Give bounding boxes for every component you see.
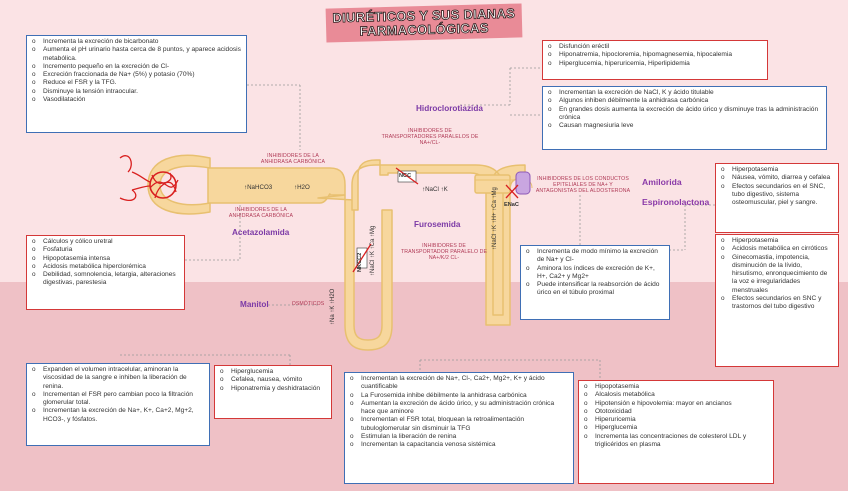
list-item: Incrementan la excreción de NaCl, K y ác… (548, 89, 822, 98)
bowman-capsule (147, 154, 211, 215)
list-item: Disfunción eréctil (548, 43, 763, 52)
list-item: Hiperpotasemia (721, 237, 834, 246)
list-item: Alcalosis metabólica (584, 391, 769, 400)
manitol-effects-box: Expanden el volumen intracelular, aminor… (26, 363, 210, 446)
list-item: Acidosis metabólica hiperclorémica (32, 263, 180, 272)
list-item: Hiponatremia y deshidratación (220, 385, 327, 394)
list-item: Fosfaturia (32, 246, 180, 255)
list-item: Hiponatremia, hipocloremia, hipomagnesem… (548, 51, 763, 60)
list-item: Incremento pequeño en la excreción de Cl… (32, 63, 242, 72)
label-inh-conductos: INHIBIDORES DE LOS CONDUCTOS EPITELIALES… (535, 176, 631, 194)
list-item: Hiperpotasemia (721, 166, 834, 175)
list-item: Estimulan la liberación de renina (350, 433, 569, 442)
marker-enac: ENaC (504, 202, 519, 208)
page-title-line2: FARMACOLÓGICAS (359, 20, 489, 39)
list-item: Incrementa de modo mínimo la excreción d… (526, 248, 665, 265)
list-item: Efectos secundarios en el SNC, tubo dige… (721, 183, 834, 208)
list-item: Incrementan el FSR pero cambian poco la … (32, 391, 205, 408)
list-item: Disminuye la tensión intraocular. (32, 88, 242, 97)
list-item: Aumenta el pH urinario hasta cerca de 8 … (32, 46, 242, 63)
list-item: Hiperglucemia (220, 368, 327, 377)
list-item: Incrementan la excreción de Na+, Cl-, Ca… (350, 375, 569, 392)
list-item: Hipopotasemia (584, 383, 769, 392)
enac-channel (515, 171, 531, 195)
nkcc2-transporter (352, 243, 372, 273)
list-item: La Furosemida inhibe débilmente la anhid… (350, 392, 569, 401)
drug-hidroclorotiazida: Hidroclorotiazida (416, 104, 483, 113)
marker-ncc: NCC (399, 173, 412, 179)
drug-manitol: Manitol (240, 300, 269, 309)
list-item: Incrementa la excreción de bicarbonato (32, 38, 242, 47)
drug-amilorida: Amilorida (642, 177, 682, 187)
manitol-adverse-box: HiperglucemiaCefalea, nausea, vómitoHipo… (214, 365, 332, 419)
drug-espironolactona: Espironolactona (642, 197, 710, 207)
list-item: Hiperglucemia (584, 424, 769, 433)
list-item: Aminora los índices de excreción de K+, … (526, 265, 665, 282)
drug-furosemida: Furosemida (414, 220, 461, 229)
list-item: Efectos secundarios en SNC y trastornos … (721, 295, 834, 312)
list-item: Hipopotasemia intensa (32, 255, 180, 264)
list-item: Acidosis metabólica en cirróticos (721, 245, 834, 254)
tiazida-adverse-box: Disfunción eréctilHiponatremia, hipoclor… (542, 40, 768, 80)
marker-nacl-k: ↑NaCl ↑K (422, 186, 448, 193)
furosemida-adverse-box: HipopotasemiaAlcalosis metabólicaHipoten… (578, 380, 774, 484)
proximal-tubule (207, 167, 346, 204)
ncc-transporter (395, 167, 419, 185)
label-inh-tiazida: INHIBIDORES DE TRANSPORTADORES PARALELOS… (381, 128, 479, 146)
list-item: Incrementan la excreción de Na+, K+, Ca+… (32, 407, 205, 424)
list-item: Vasodilatación (32, 96, 242, 105)
label-osmoticos: OSMÓTICOS (291, 301, 325, 307)
marker-nahco3: ↑NaHCO3 (244, 184, 273, 191)
list-item: Incrementan el FSR total, bloquean la re… (350, 416, 569, 433)
list-item: En grandes dosis aumenta la excreción de… (548, 106, 822, 123)
amilorida-adverse-box: HiperpotasemiaNáusea, vómito, diarrea y … (715, 163, 839, 233)
list-item: Cefalea, nausea, vómito (220, 376, 327, 385)
list-item: Hiperuricemia (584, 416, 769, 425)
acetazolamida-effects-box: Incrementa la excreción de bicarbonatoAu… (26, 35, 247, 133)
list-item: Ototoxicidad (584, 408, 769, 417)
list-item: Debilidad, somnolencia, letargia, altera… (32, 271, 180, 288)
furosemida-effects-box: Incrementan la excreción de Na+, Cl-, Ca… (344, 372, 574, 484)
list-item: Hipotensión e hipovolemia: mayor en anci… (584, 400, 769, 409)
list-item: Incrementa las concentraciones de colest… (584, 433, 769, 450)
marker-h2o: ↑H2O (294, 184, 310, 191)
label-inh-anhidrasa-top: INHIBIDORES DE LA ANHIDRASA CARBÓNICA (260, 153, 326, 165)
distal-effects-box: Incrementa de modo mínimo la excreción d… (520, 245, 670, 320)
list-item: Puede intensificar la reabsorción de áci… (526, 281, 665, 298)
acetazolamida-adverse-box: Cálculos y cólico uretralFosfaturiaHipop… (26, 235, 185, 310)
list-item: Cálculos y cólico uretral (32, 238, 180, 247)
glomerulus-icon (119, 155, 179, 202)
tubule (147, 154, 526, 351)
loop-of-henle (317, 194, 393, 351)
list-item: Algunos inhiben débilmente la anhidrasa … (548, 97, 822, 106)
list-item: Ginecomastia, impotencia, disminución de… (721, 254, 834, 295)
list-item: Náusea, vómito, diarrea y cefalea (721, 174, 834, 183)
marker-distal-vertical: ↑NaCl ↑K ↑H+ ↑Ca ↑Mg (492, 187, 498, 250)
marker-manitol-water: ↑Na ↑K ↑H2O (330, 288, 336, 325)
enac-transporter (505, 184, 519, 199)
espironolactona-adverse-box: HiperpotasemiaAcidosis metabólica en cir… (715, 234, 839, 367)
page-title: DIURÉTICOS Y SUS DIANAS FARMACOLÓGICAS (325, 3, 523, 43)
tiazida-effects-box: Incrementan la excreción de NaCl, K y ác… (542, 86, 827, 150)
list-item: Expanden el volumen intracelular, aminor… (32, 366, 205, 391)
list-item: Incrementan la capacitancia venosa sisté… (350, 441, 569, 450)
label-inh-furosemida: INHIBIDORES DE TRANSPORTADOR PARALELO DE… (400, 243, 488, 261)
drug-acetazolamida: Acetazolamida (232, 228, 290, 237)
list-item: Reduce el FSR y la TFG. (32, 79, 242, 88)
list-item: Aumentan la excreción de ácido úrico, y … (350, 400, 569, 417)
marker-nkcc2: NKCC2 (357, 252, 363, 272)
list-item: Excreción fraccionada de Na+ (5%) y pota… (32, 71, 242, 80)
marker-furosemida-vertical: ↑NaCl ↑K ↑Ca ↑Mg (370, 225, 376, 276)
list-item: Hiperglucemia, hiperuricemia, Hiperlipid… (548, 60, 763, 69)
list-item: Causan magnesiuria leve (548, 122, 822, 131)
label-inh-anhidrasa-left: INHIBIDORES DE LA ANHIDRASA CARBÓNICA (228, 207, 294, 219)
